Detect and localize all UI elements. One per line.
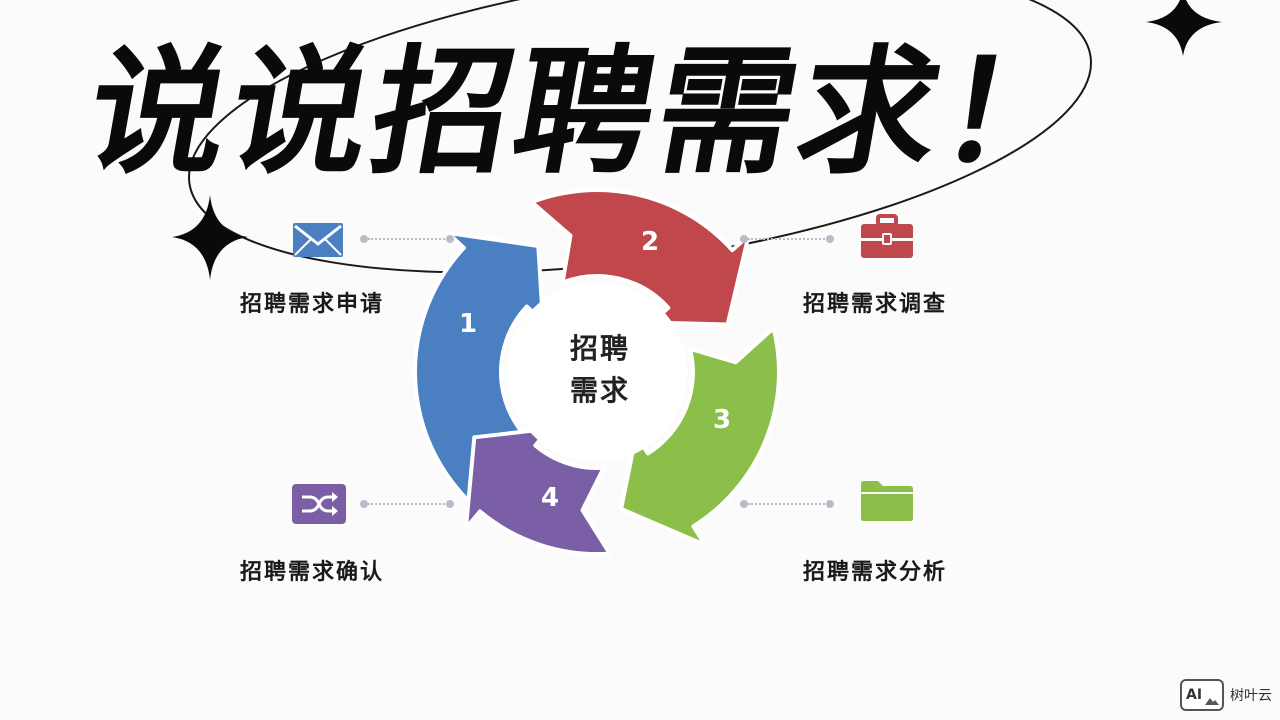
- folder-icon: [860, 480, 914, 522]
- step-label-4: 招聘需求确认: [240, 560, 385, 585]
- hub-circle: [507, 282, 687, 462]
- step-number-3: 3: [713, 405, 731, 435]
- hub-label-line1: 招聘: [569, 332, 630, 365]
- hub-label: 招聘 需求: [540, 328, 660, 412]
- watermark-text: 树叶云: [1230, 688, 1272, 704]
- step-number-4: 4: [541, 483, 559, 513]
- step-label-3: 招聘需求分析: [803, 560, 948, 585]
- step-label-2: 招聘需求调查: [803, 292, 948, 317]
- connector-dot: [740, 500, 748, 508]
- cycle-arrow-3: [619, 326, 781, 547]
- shuffle-icon: [292, 484, 346, 524]
- cycle-arrow-2: [529, 188, 751, 327]
- briefcase-icon: [860, 214, 914, 260]
- connector-dot: [826, 235, 834, 243]
- cycle-arrow-4: [463, 426, 612, 557]
- ai-badge-icon: AI: [1180, 679, 1224, 711]
- connector-dot: [360, 235, 368, 243]
- ai-badge-text: AI: [1186, 687, 1203, 703]
- connector-line: [368, 238, 448, 240]
- connector-line: [368, 503, 448, 505]
- connector-dot: [360, 500, 368, 508]
- mail-icon: [292, 222, 344, 258]
- connector-dot: [446, 235, 454, 243]
- connector-line: [748, 503, 828, 505]
- connector-dot: [826, 500, 834, 508]
- connector-dot: [740, 235, 748, 243]
- connector-line: [748, 238, 828, 240]
- step-label-1: 招聘需求申请: [240, 292, 385, 317]
- step-number-1: 1: [459, 309, 477, 339]
- watermark: AI 树叶云: [1180, 678, 1272, 712]
- step-number-2: 2: [641, 227, 659, 257]
- connector-dot: [446, 500, 454, 508]
- hub-label-line2: 需求: [569, 374, 630, 407]
